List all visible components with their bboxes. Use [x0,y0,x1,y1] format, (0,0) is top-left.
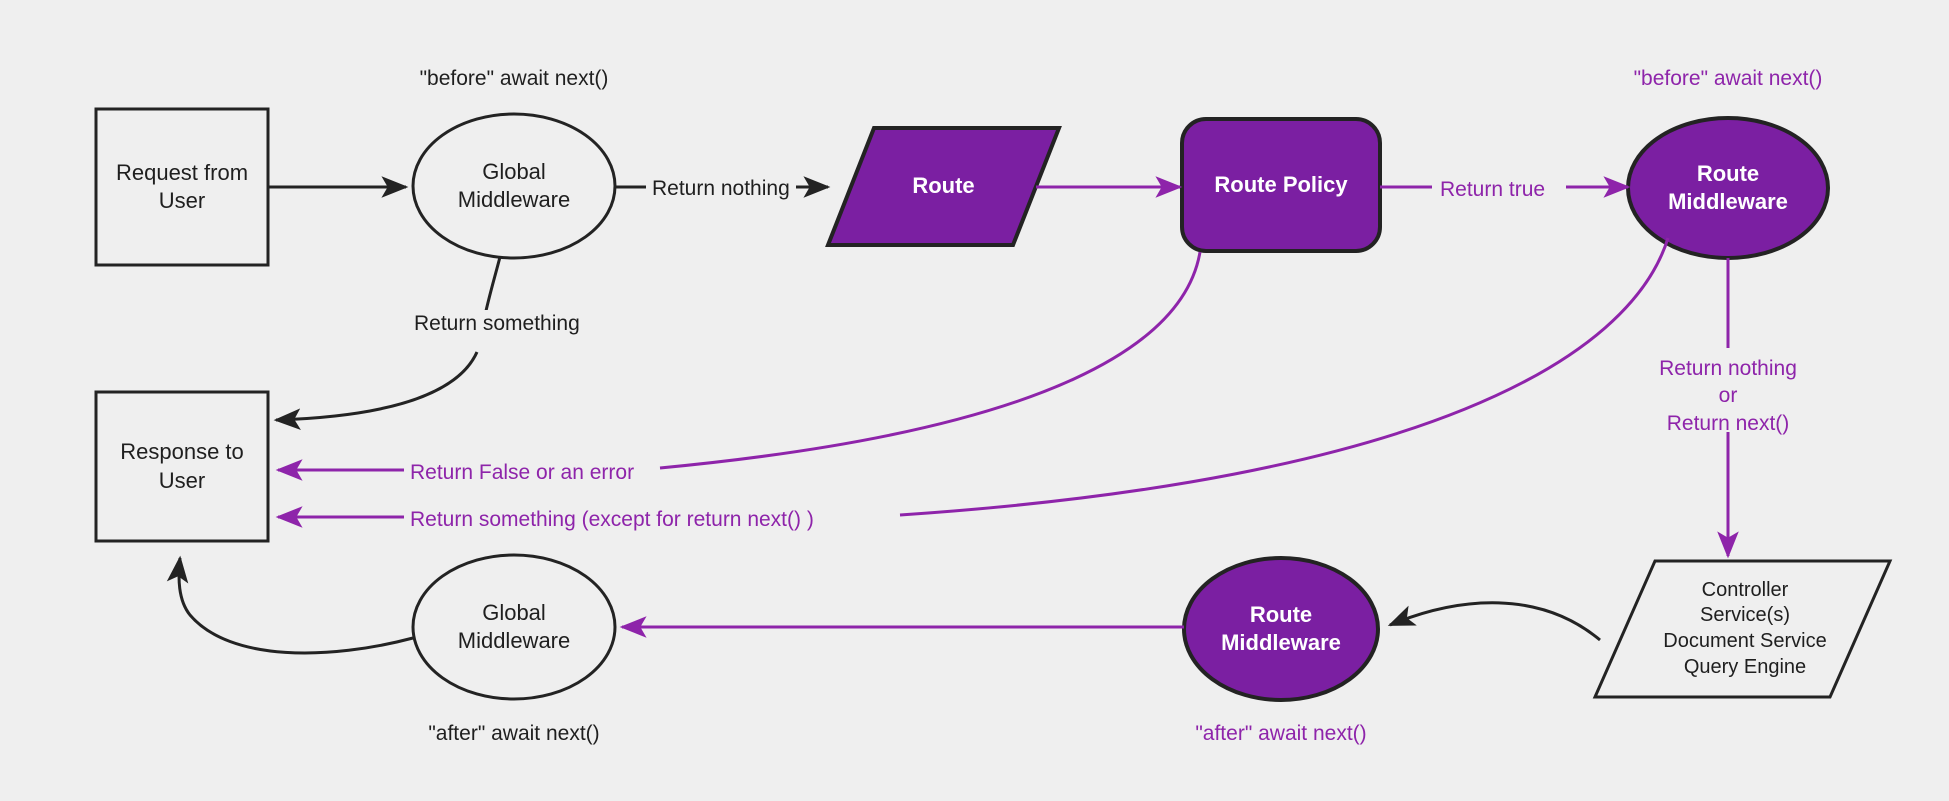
node-global-middleware-top [411,112,617,260]
node-response-to-user [94,390,270,543]
node-global-middleware-bottom [411,553,617,701]
node-route-policy [1180,117,1382,253]
node-route-middleware-top [1626,116,1830,260]
edge-global-middleware-return-something-upper [482,256,502,321]
edge-controller-to-route-middleware-bottom [1387,601,1601,642]
node-route [825,126,1062,247]
edge-global-middleware-bottom-to-response [166,555,414,655]
node-request-from-user [94,107,270,267]
node-controller-services [1592,559,1893,699]
edge-global-middleware-return-something-lower [273,351,479,430]
edge-route-middleware-to-response [899,237,1670,517]
node-route-middleware-bottom [1182,556,1380,702]
edge-route-policy-to-response [659,251,1202,470]
